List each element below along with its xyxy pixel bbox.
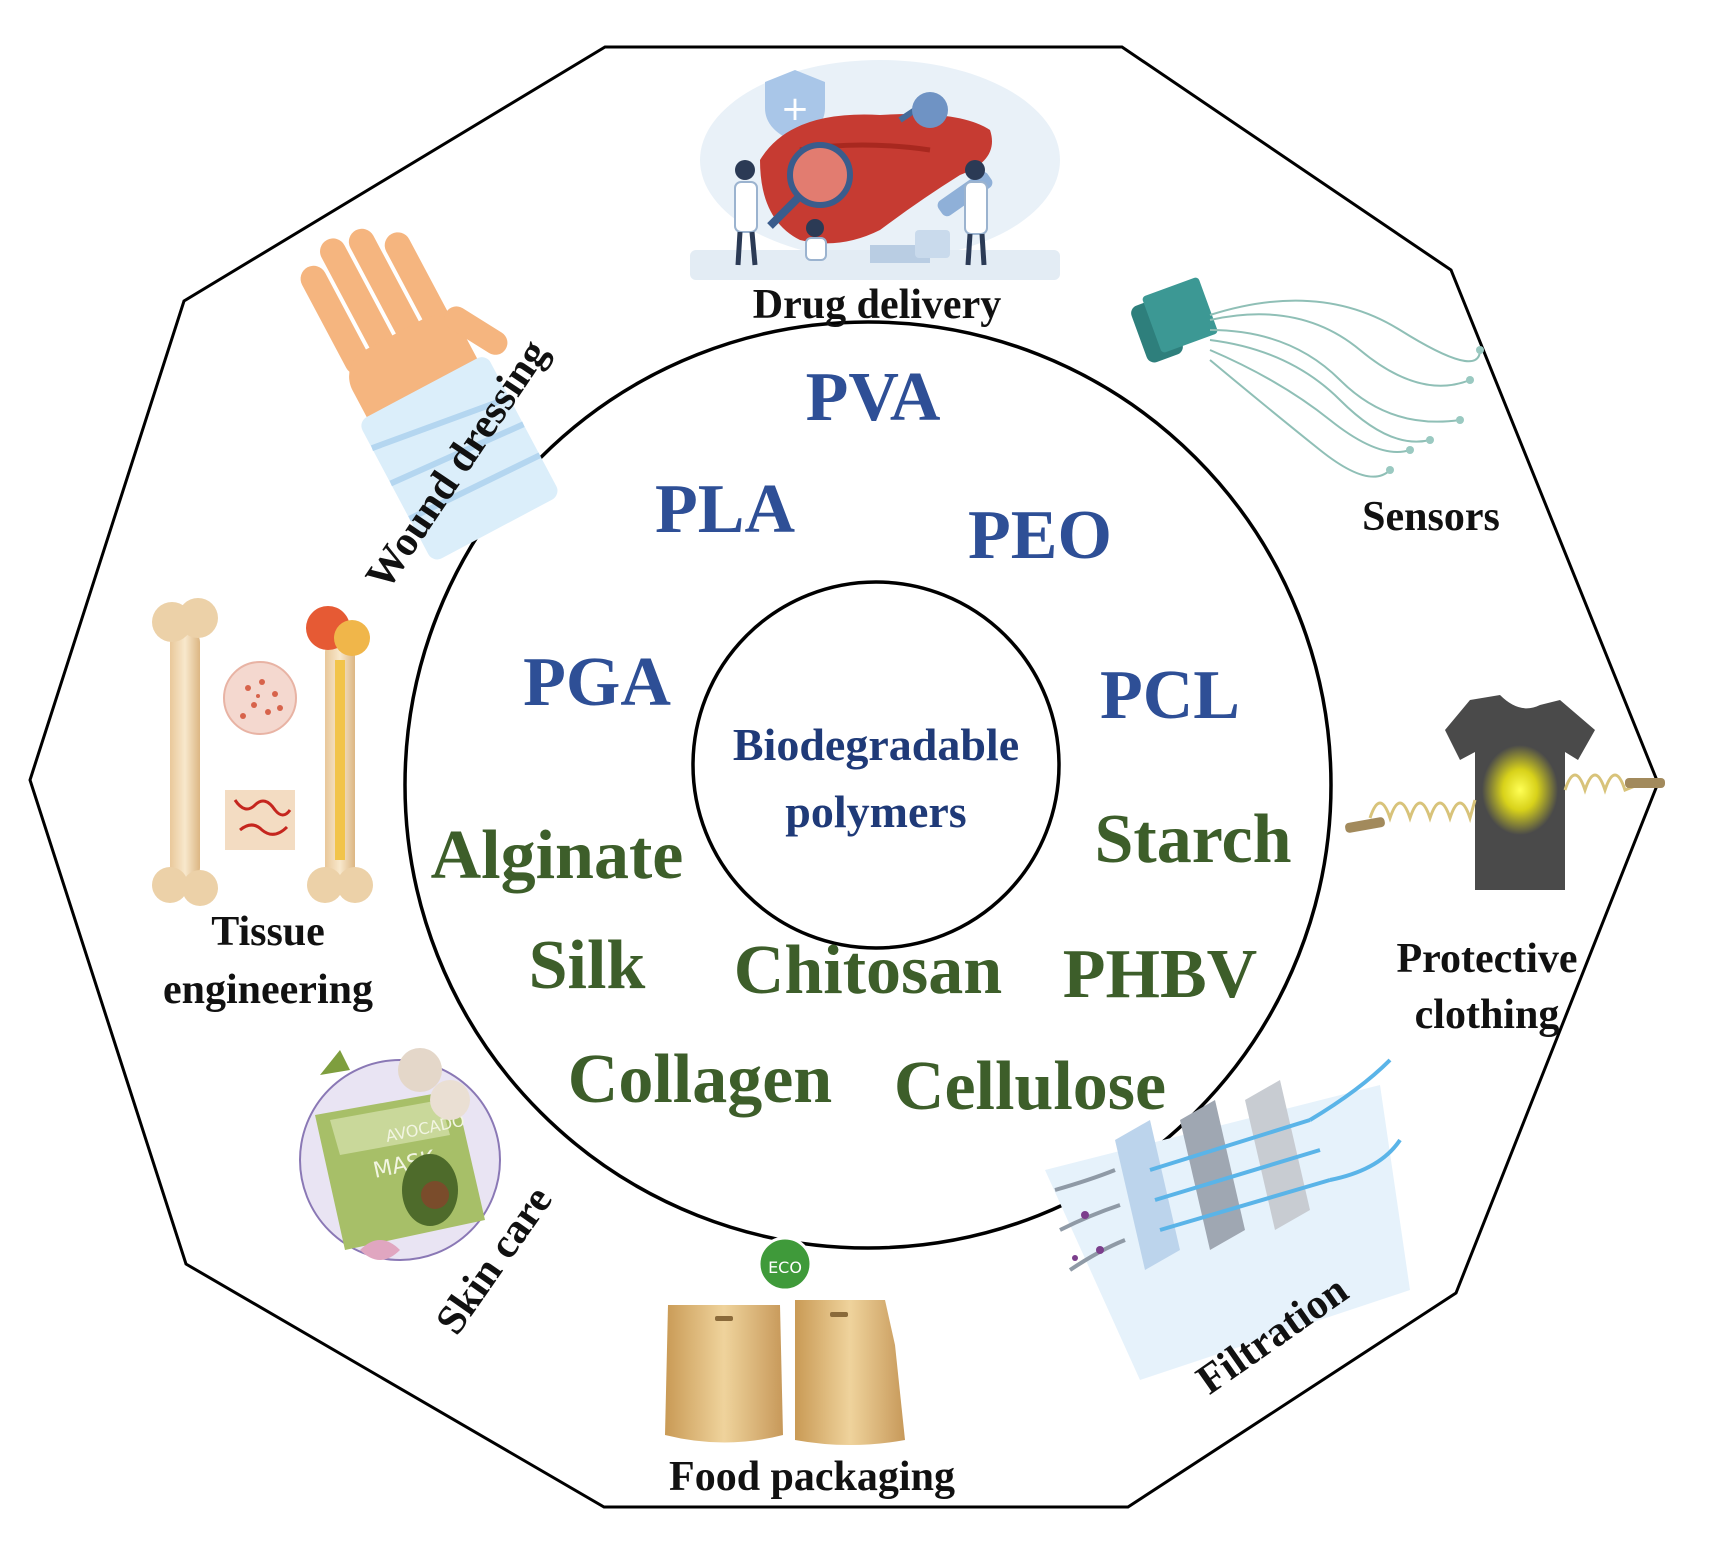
polymer-pga: PGA xyxy=(523,644,671,721)
label-drug-delivery: Drug delivery xyxy=(753,282,1001,328)
drug-delivery-illustration: + xyxy=(690,60,1060,280)
polymer-peo: PEO xyxy=(968,497,1112,574)
polymer-chitosan: Chitosan xyxy=(734,932,1002,1009)
tissue-engineering-illustration xyxy=(152,598,373,906)
center-label-line1: Biodegradable xyxy=(733,719,1019,770)
filtration-illustration xyxy=(1045,1058,1410,1380)
polymer-collagen: Collagen xyxy=(568,1041,832,1118)
polymer-pcl: PCL xyxy=(1100,657,1240,734)
polymer-pva: PVA xyxy=(806,359,941,436)
svg-text:+: + xyxy=(781,89,810,129)
label-tissue-line1: Tissue xyxy=(211,909,325,955)
label-food-packaging: Food packaging xyxy=(669,1454,955,1500)
polymer-silk: Silk xyxy=(529,927,646,1004)
polymer-phbv: PHBV xyxy=(1063,936,1257,1013)
protective-clothing-illustration xyxy=(1345,695,1665,890)
label-protective-line2: clothing xyxy=(1415,992,1560,1038)
label-protective-line1: Protective xyxy=(1396,936,1577,982)
sensors-illustration xyxy=(1131,277,1484,478)
label-tissue-line2: engineering xyxy=(163,967,373,1013)
skin-care-illustration: AVOCADO MASK xyxy=(299,1048,501,1261)
label-sensors: Sensors xyxy=(1362,494,1500,540)
food-packaging-illustration: ECO xyxy=(665,1236,905,1445)
polymer-pla: PLA xyxy=(655,471,795,548)
center-label-line2: polymers xyxy=(785,786,966,837)
polymer-ring xyxy=(403,320,1333,1250)
polymer-alginate: Alginate xyxy=(431,817,684,894)
wound-dressing-illustration xyxy=(300,228,558,560)
polymer-cellulose: Cellulose xyxy=(894,1048,1166,1125)
eco-badge-text: ECO xyxy=(768,1258,802,1277)
center-circle xyxy=(691,580,1061,950)
polymer-starch: Starch xyxy=(1094,801,1291,878)
